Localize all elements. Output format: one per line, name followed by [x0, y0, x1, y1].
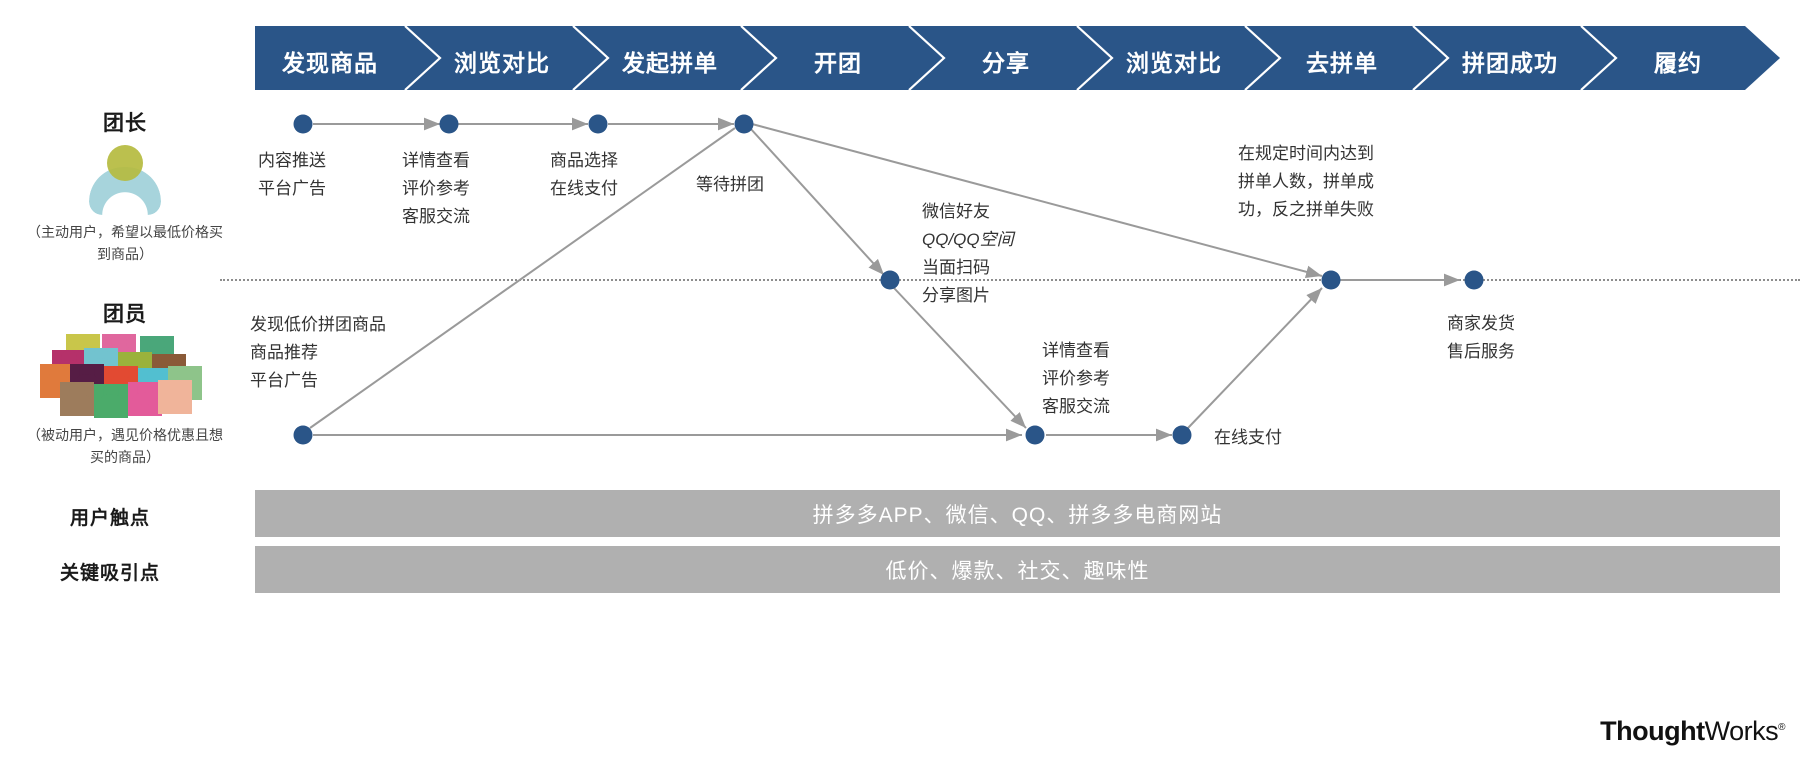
leader-step-initiate-text: 商品选择 在线支付: [550, 151, 618, 198]
node-leader-initiate[interactable]: [588, 114, 608, 134]
stage-label-3: 发起拼单: [622, 50, 718, 76]
stage-label-5: 分享: [982, 50, 1030, 76]
node-member-join[interactable]: [1172, 425, 1192, 445]
person-head-shape: [107, 145, 143, 181]
persona-leader: 团长 （主动用户，希望以最低价格买到商品）: [0, 107, 250, 265]
logo-thought-text: Thought: [1600, 716, 1705, 746]
stage-label-9: 履约: [1654, 50, 1702, 76]
logo-registered-mark: ®: [1778, 722, 1785, 733]
logo-works-text: Works: [1704, 716, 1779, 746]
stage-label-7: 去拼单: [1306, 50, 1378, 76]
stage-banner-shape: [255, 26, 1780, 90]
node-member-compare[interactable]: [1025, 425, 1045, 445]
leader-step-waiting-text: 等待拼团: [696, 175, 764, 194]
mini-person: [94, 384, 128, 418]
node-group-success[interactable]: [1321, 270, 1341, 290]
persona-member-title: 团员: [103, 303, 147, 326]
single-person-icon: [75, 145, 175, 217]
persona-leader-title: 团长: [103, 112, 147, 135]
stage-label-1: 发现商品: [282, 50, 378, 76]
node-leader-open-group[interactable]: [734, 114, 754, 134]
persona-member: 团员 （被动用户，遇见价格优惠且想买的商品）: [0, 298, 250, 468]
stage-label-8: 拼团成功: [1462, 50, 1558, 76]
stage-label-4: 开团: [814, 50, 862, 76]
group-success-text: 在规定时间内达到 拼单人数，拼单成 功，反之拼单失败: [1238, 144, 1374, 219]
member-step-compare-text: 详情查看 评价参考 客服交流: [1042, 341, 1110, 416]
mini-person: [128, 382, 162, 416]
stage-label-6: 浏览对比: [1126, 50, 1222, 76]
node-fulfillment[interactable]: [1464, 270, 1484, 290]
mini-person: [158, 380, 192, 414]
node-leader-compare[interactable]: [439, 114, 459, 134]
persona-leader-desc: （主动用户，希望以最低价格买到商品）: [27, 224, 223, 262]
touchpoints-bar: 拼多多APP、微信、QQ、拼多多电商网站: [255, 490, 1780, 537]
attractors-bar: 低价、爆款、社交、趣味性: [255, 546, 1780, 593]
share-channel-wechat: 微信好友: [922, 202, 990, 221]
thoughtworks-logo: ThoughtWorks®: [1600, 716, 1785, 747]
row-label-touchpoints: 用户触点: [69, 508, 150, 529]
share-channel-scan: 当面扫码: [922, 258, 990, 277]
leader-step-compare-text: 详情查看 评价参考 客服交流: [402, 151, 470, 226]
mini-person: [60, 382, 94, 416]
member-step-pay-text: 在线支付: [1214, 428, 1282, 447]
node-leader-share[interactable]: [880, 270, 900, 290]
stage-banner: 发现商品 浏览对比 发起拼单 开团 分享 浏览对比 去拼单 拼团成功 履约: [255, 26, 1780, 90]
member-step-discover-text: 发现低价拼团商品 商品推荐 平台广告: [250, 315, 386, 390]
row-label-attractors: 关键吸引点: [59, 563, 160, 584]
node-member-discover[interactable]: [293, 425, 313, 445]
stage-label-2: 浏览对比: [454, 50, 550, 76]
node-leader-discover[interactable]: [293, 114, 313, 134]
share-channel-image: 分享图片: [922, 286, 990, 305]
group-people-icon: [40, 334, 210, 420]
share-channel-qq: QQ/QQ空间: [922, 230, 1014, 249]
fulfillment-text: 商家发货 售后服务: [1447, 314, 1515, 361]
persona-member-desc: （被动用户，遇见价格优惠且想买的商品）: [27, 427, 223, 465]
lane-divider: [220, 279, 1800, 281]
leader-step-discover-text: 内容推送 平台广告: [258, 151, 326, 198]
